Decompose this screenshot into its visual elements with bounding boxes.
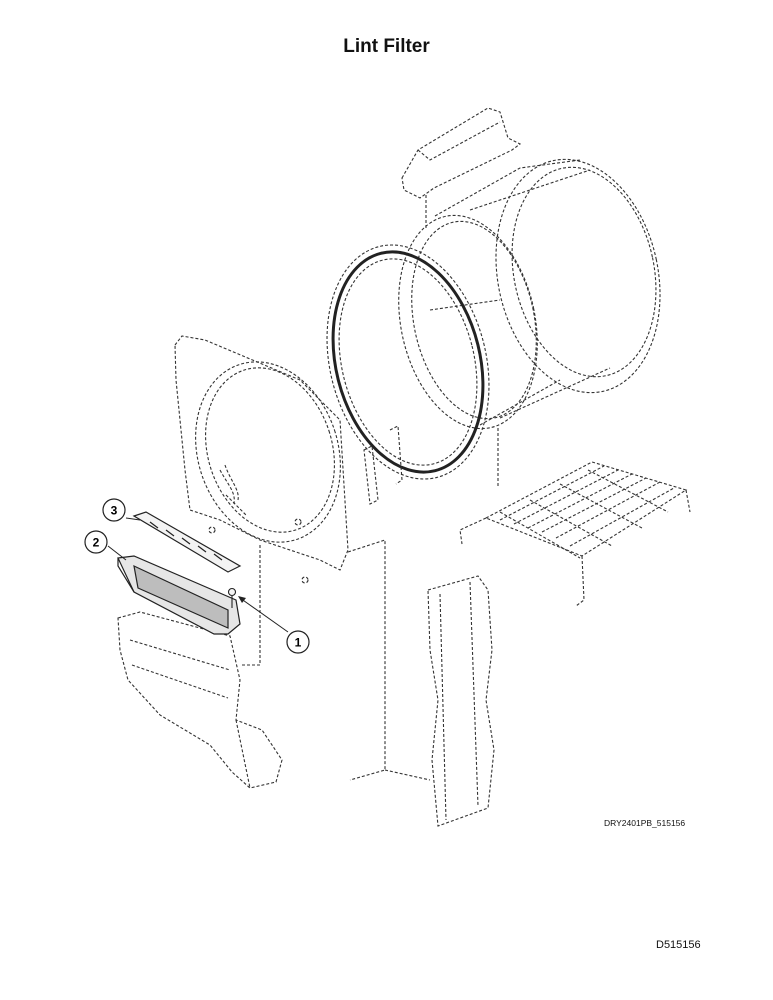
drying-rack <box>459 461 691 607</box>
lint-duct <box>117 611 283 789</box>
top-bracket <box>401 107 522 230</box>
callout-3-label: 3 <box>111 504 118 518</box>
duct-panel <box>384 575 495 827</box>
screw <box>227 587 237 608</box>
callout-2-label: 2 <box>93 536 100 550</box>
callout-2: 2 <box>84 530 108 554</box>
drawing-reference: DRY2401PB_515156 <box>604 818 686 828</box>
page-title: Lint Filter <box>343 36 430 57</box>
front-bulkhead <box>174 335 386 781</box>
callout-1: 1 <box>286 630 310 654</box>
document-id: D515156 <box>656 939 701 951</box>
lint-filter-screen <box>132 511 242 573</box>
lint-filter <box>117 555 241 635</box>
callout-1-label: 1 <box>295 636 302 650</box>
drum <box>398 158 661 488</box>
callout-3: 3 <box>102 498 126 522</box>
drum-support-slide <box>363 425 403 505</box>
front-seal <box>326 244 490 480</box>
